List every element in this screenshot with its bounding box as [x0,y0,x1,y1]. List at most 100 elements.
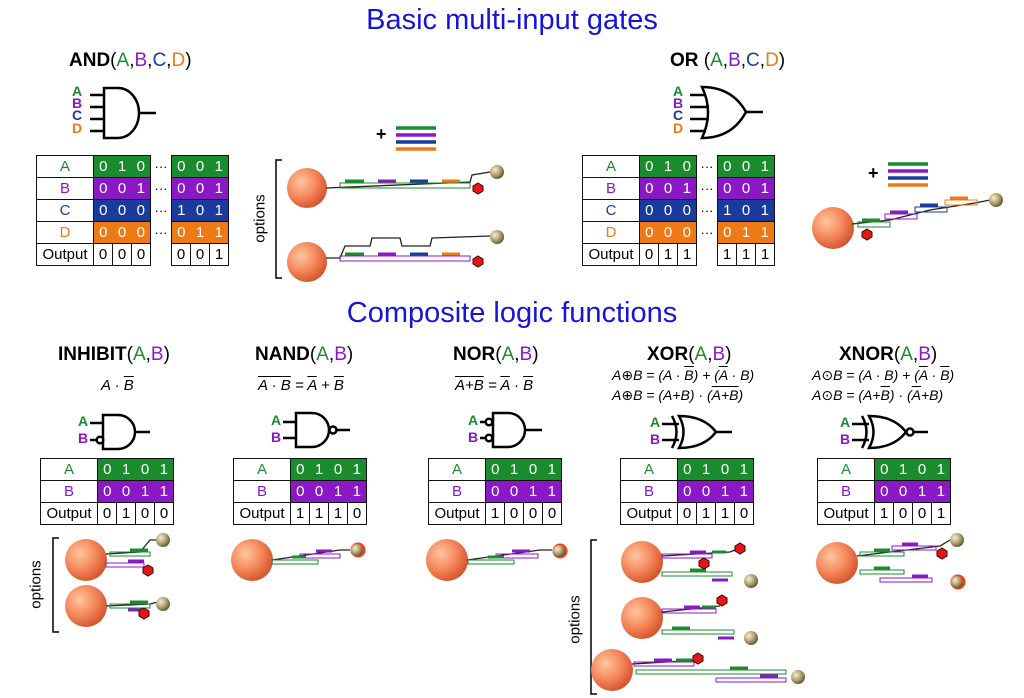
xor-assembly-option-3 [591,649,805,691]
cell: 1 [717,199,737,222]
cell: 1 [658,155,678,178]
row-label: B [428,480,486,503]
cell: 1 [112,155,132,178]
cell: 1 [696,458,716,481]
or-arg-c: C [746,50,760,71]
paren: ( [688,344,695,365]
and-gate-input-labels: A B C D [72,83,83,135]
formula-part: · [927,367,941,383]
input-a: A [650,414,661,430]
cell: 0 [717,177,737,200]
or-arg-a: A [710,50,723,71]
output-cell: 1 [677,243,697,266]
row-label: A [582,155,640,178]
cell: 0 [677,480,697,503]
cell: 0 [112,221,132,244]
xnor-formula-1: A⊙B = (A · B) + (A · B) [812,367,954,384]
row-label: A [40,458,98,481]
input-a: A [840,414,851,430]
options-label: options [566,595,584,644]
cell: 0 [190,199,210,222]
and-paren-close: ) [185,50,192,71]
table-row: A 0 1 0 ··· 0 0 1 [36,155,229,178]
input-a: A [468,412,479,428]
xor-assembly-option-1 [621,541,758,588]
cell: 1 [347,458,367,481]
input-b: B [650,431,661,447]
output-cell: 0 [154,502,174,525]
cell: 1 [209,177,229,200]
cell: 1 [347,480,367,503]
formula-part: · B) [727,367,755,383]
cell: 1 [504,458,524,481]
arg-b: B [712,344,726,365]
cell: 0 [677,221,697,244]
or-name: OR [670,50,699,71]
xnor-gate-symbol [852,414,928,450]
ellipsis: ··· [700,181,714,196]
arg-b: B [150,344,164,365]
row-label: D [36,221,94,244]
cell: 0 [677,199,697,222]
sep: , [707,344,713,365]
row-label: B [233,480,291,503]
cell: 0 [190,155,210,178]
formula-part: ) [949,367,955,383]
cell: 1 [209,221,229,244]
paren: ( [309,344,317,365]
cell: 0 [171,221,191,244]
cell: 1 [542,480,562,503]
formula-part-negated: B [523,377,534,394]
cell: 1 [734,458,754,481]
inhibit-name: INHIBIT [58,344,127,365]
or-gate-symbol [690,85,763,140]
output-cell: 1 [874,502,894,525]
output-cell: 0 [131,243,151,266]
row-label: C [582,199,640,222]
arg-a: A [900,344,913,365]
xor-formula-1: A⊕B = (A · B) + (A · B) [612,367,754,384]
arg-a: A [132,344,146,365]
sep: , [328,344,335,365]
input-b: B [271,429,282,445]
cell: 0 [893,480,913,503]
cell: 0 [116,480,136,503]
and-title: AND(A,B,C,D) [69,50,192,72]
output-cell: 0 [504,502,524,525]
cell: 0 [504,480,524,503]
cell: 1 [209,155,229,178]
xnor-name: XNOR [839,344,894,365]
gap [151,244,172,266]
formula-part: ) [738,387,744,403]
formula-part: ) + ( [693,367,719,383]
output-cell: 1 [485,502,505,525]
nor-name: NOR [453,344,496,365]
or-paren-close: ) [778,50,786,71]
output-cell: 1 [116,502,136,525]
and-arg-d: D [171,50,186,71]
cell: 0 [290,458,310,481]
and-sep: , [129,50,135,71]
xor-assembly-option-2 [621,594,758,645]
output-cell: 0 [523,502,543,525]
and-input-a: A [72,83,83,99]
paren: ) [725,344,732,365]
cell: 0 [639,199,659,222]
or-title: OR (A,B,C,D) [670,50,785,72]
row-label: B [620,480,678,503]
row-label: B [40,480,98,503]
output-cell: 1 [290,502,310,525]
formula-part-negated: B [684,367,694,383]
arg-b: B [334,344,347,365]
formula-part-negated: A [307,377,317,394]
sep: , [514,344,520,365]
and-sep: , [147,50,153,71]
output-cell: 1 [755,243,775,266]
nor-assembly [426,539,568,581]
output-label: Output [817,502,875,525]
